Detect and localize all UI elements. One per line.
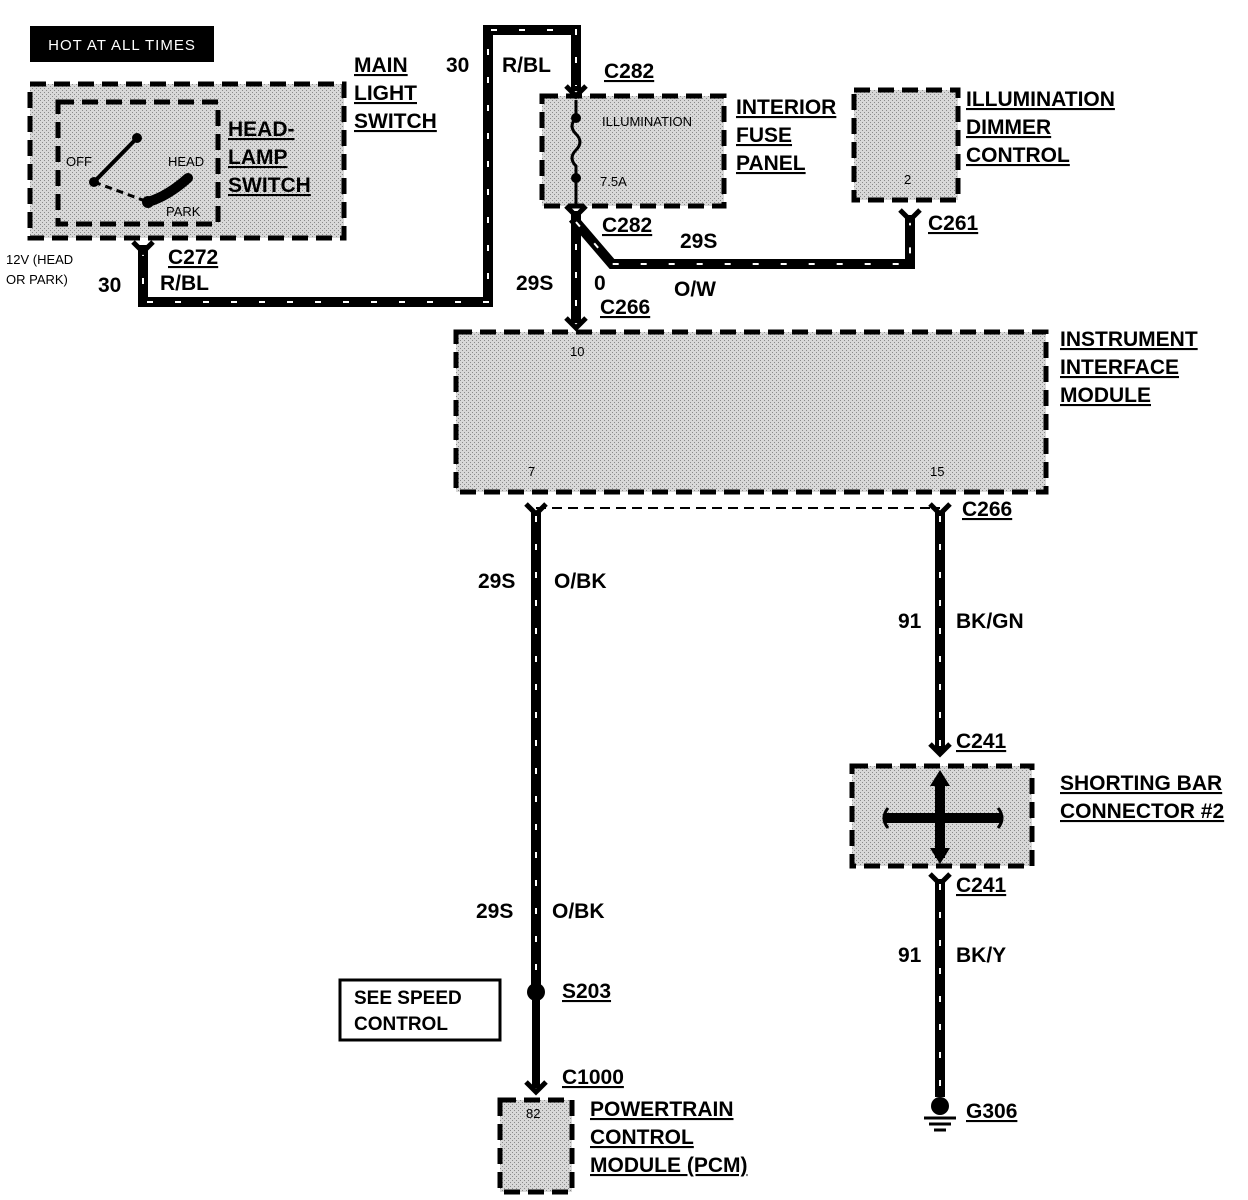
c272-wire-color: R/BL [160,272,209,295]
pcm-box [497,1097,575,1195]
fuse-rating: 7.5A [600,174,627,189]
c1000-connector-symbol [524,1080,548,1096]
c266-top-label: C266 [600,296,650,319]
dimmer-label-1: ILLUMINATION [966,88,1115,111]
main-light-switch-label-3: SWITCH [354,110,437,133]
iim-pin-10: 10 [570,344,584,359]
iim-in-zero: 0 [594,272,606,295]
ground-icon [924,1097,956,1132]
s203-splice [527,983,545,1001]
powertrain-control-module: 82 [497,1097,575,1195]
dimmer-control-box [851,87,961,203]
iim-label-1: INSTRUMENT [1060,328,1198,351]
shorting-bar-connector [849,763,1035,869]
see-speed-control-line-1: SEE SPEED [354,988,462,1009]
iim-pin-7: 7 [528,464,535,479]
headlamp-switch-label-1: HEAD- [228,118,295,141]
iim-label-2: INTERFACE [1060,356,1179,379]
dimmer-wire-circuit: 29S [680,230,717,253]
iim-in-circuit: 29S [516,272,553,295]
pcm-pin: 82 [526,1106,540,1121]
switch-contacts [89,133,193,208]
shorting-bar-label-1: SHORTING BAR [1060,772,1222,795]
g306-label: G306 [966,1100,1017,1123]
gnd-wire-color-2: BK/Y [956,944,1006,967]
see-speed-control-note: SEE SPEED CONTROL [338,978,502,1042]
main-light-switch-label-2: LIGHT [354,82,417,105]
hot-at-all-times-banner: HOT AT ALL TIMES [30,26,214,62]
fuse-symbol [570,100,582,204]
c241-bottom-label: C241 [956,874,1007,897]
wire-30-r-bl [138,25,581,307]
c272-label: C272 [168,246,218,269]
illumination-dimmer-control: 2 [851,87,961,203]
c282-top-connector-symbol [564,84,588,100]
c272-wire-circuit: 30 [98,274,121,297]
wire-29s-o-w-dimmer [568,214,915,269]
main-light-switch-box [27,81,347,241]
c241-top-connector-symbol [928,742,952,758]
dimmer-wire-color: O/W [674,278,716,301]
pcm-label-3: MODULE (PCM) [590,1154,747,1177]
fuse-name: ILLUMINATION [602,114,692,129]
dimmer-label-2: DIMMER [966,116,1051,139]
c266-top-connector-symbol [564,316,588,332]
instrument-interface-module: 10 7 15 [453,329,1049,495]
park-position-label: PARK [166,204,201,219]
main-out-color-label: R/BL [502,54,551,77]
gnd-wire-circuit-1: 91 [898,610,922,633]
iim-box [453,329,1049,495]
dimmer-pin: 2 [904,172,911,187]
c282-bottom-connector-symbol [564,204,588,220]
headlamp-switch-label-2: LAMP [228,146,288,169]
c282-top-label: C282 [604,60,654,83]
switch-note-line-2: OR PARK) [6,272,68,287]
pcm-label-2: CONTROL [590,1126,694,1149]
main-out-circuit-label: 30 [446,54,469,77]
c272-connector-symbol [131,240,155,256]
switch-note-line-1: 12V (HEAD [6,252,73,267]
s203-label: S203 [562,980,611,1003]
main-light-switch-label-1: MAIN [354,54,408,77]
fuse-panel-label-1: INTERIOR [736,96,836,119]
interior-fuse-panel: ILLUMINATION 7.5A [539,93,727,209]
c261-label: C261 [928,212,979,235]
c1000-label: C1000 [562,1066,624,1089]
pcm-wire-color-1: O/BK [554,570,607,593]
iim-pin-15: 15 [930,464,944,479]
c261-connector-symbol [898,208,922,224]
see-speed-control-line-2: CONTROL [354,1014,448,1035]
head-position-label: HEAD [168,154,204,169]
fuse-panel-label-2: FUSE [736,124,792,147]
fuse-panel-label-3: PANEL [736,152,806,175]
pcm-label-1: POWERTRAIN [590,1098,734,1121]
c266-bottom-label: C266 [962,498,1012,521]
interior-fuse-panel-box [539,93,727,209]
iim-label-3: MODULE [1060,384,1151,407]
main-light-switch: OFF HEAD PARK HEAD- LAMP SWITCH [27,81,347,241]
dimmer-label-3: CONTROL [966,144,1070,167]
pcm-wire-circuit-2: 29S [476,900,513,923]
gnd-wire-circuit-2: 91 [898,944,922,967]
c241-top-label: C241 [956,730,1007,753]
gnd-wire-color-1: BK/GN [956,610,1024,633]
headlamp-switch-label-3: SWITCH [228,174,311,197]
pcm-wire-circuit-1: 29S [478,570,515,593]
headlamp-switch-box [55,99,221,227]
shorting-bar-label-2: CONNECTOR #2 [1060,800,1224,823]
banner-text: HOT AT ALL TIMES [48,37,196,54]
pcm-wire-color-2: O/BK [552,900,605,923]
c282-bottom-label: C282 [602,214,652,237]
off-position-label: OFF [66,154,92,169]
